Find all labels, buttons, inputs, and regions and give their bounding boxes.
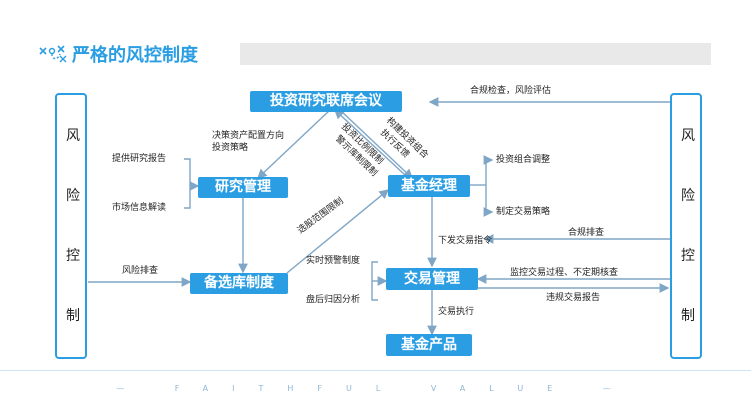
footer-slogan: — FAITHFUL VALUE — <box>116 384 635 393</box>
right-panel-char: 制 <box>681 308 695 324</box>
node-fund-product: 基金产品 <box>386 334 472 356</box>
label-strategy: 投资策略 <box>212 143 249 153</box>
left-panel-char: 制 <box>66 308 80 324</box>
title-bar-decoration <box>240 43 711 65</box>
label-market-info: 市场信息解读 <box>112 203 167 213</box>
label-decision: 决策资产配置方向 <box>212 131 285 141</box>
footer-divider <box>0 370 751 371</box>
node-trading: 交易管理 <box>386 268 478 290</box>
node-fund-manager: 基金经理 <box>388 175 470 197</box>
right-panel-char: 风 <box>681 128 695 144</box>
right-panel-char: 控 <box>681 248 695 264</box>
label-research-report: 提供研究报告 <box>112 154 167 164</box>
label-execution: 交易执行 <box>438 307 475 317</box>
node-candidate-pool: 备选库制度 <box>190 273 288 294</box>
label-violation-report: 违规交易报告 <box>546 293 601 303</box>
left-panel-char: 控 <box>66 248 80 264</box>
left-panel-char: 险 <box>66 188 80 204</box>
label-monitor: 监控交易过程、不定期核查 <box>510 268 619 278</box>
label-order: 下发交易指令 <box>438 236 493 246</box>
label-risk-screen: 风险排查 <box>122 266 159 276</box>
right-risk-control-panel: 风 险 控 制 <box>670 93 702 359</box>
left-panel-char: 风 <box>66 128 80 144</box>
label-compliance-screen: 合规排查 <box>568 228 605 238</box>
flow-logo-icon <box>38 40 68 70</box>
label-realtime-warning: 实时预警制度 <box>306 256 361 266</box>
page-title: 严格的风控制度 <box>72 45 198 66</box>
left-risk-control-panel: 风 险 控 制 <box>55 93 87 359</box>
label-post-analysis: 盘后归因分析 <box>306 295 361 305</box>
label-portfolio-adjust: 投资组合调整 <box>496 155 551 165</box>
label-trade-strategy: 制定交易策略 <box>496 207 551 217</box>
node-committee: 投资研究联席会议 <box>250 91 402 112</box>
label-compliance-check: 合规检查，风险评估 <box>470 86 552 96</box>
node-research: 研究管理 <box>198 177 288 198</box>
right-panel-char: 险 <box>681 188 695 204</box>
